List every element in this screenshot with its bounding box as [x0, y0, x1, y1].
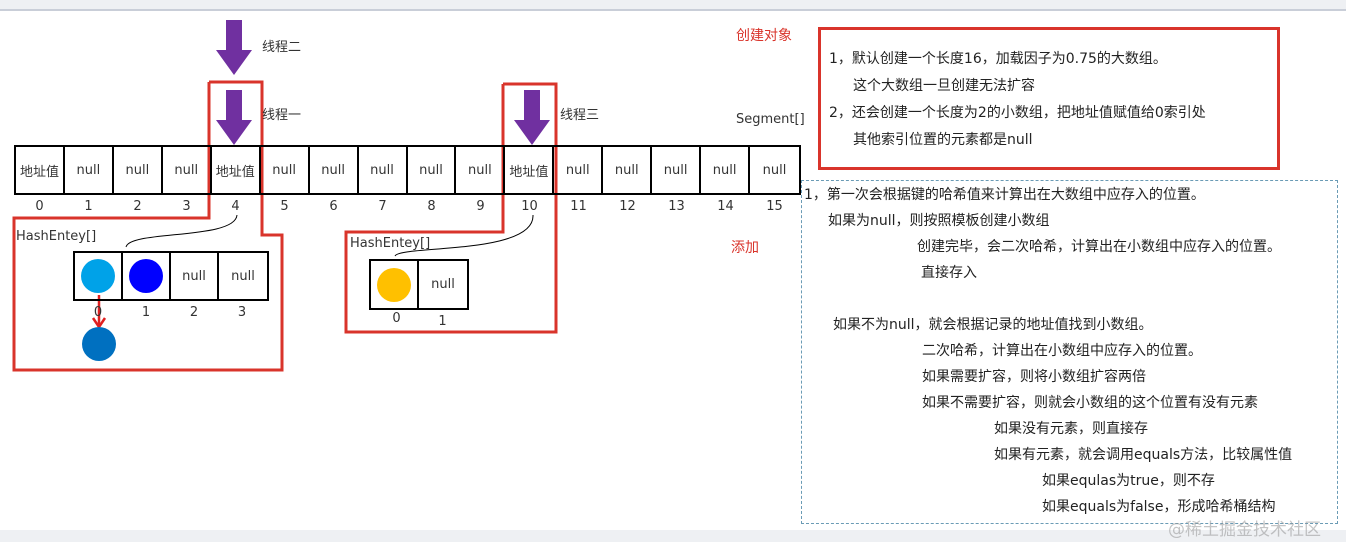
- note-line: 创建完毕，会二次哈希，计算出在小数组中应存入的位置。: [917, 239, 1281, 255]
- create-info-line: 其他索引位置的元素都是null: [853, 132, 1033, 148]
- segment-cell: null: [163, 147, 212, 193]
- note-line: 如果没有元素，则直接存: [994, 421, 1148, 437]
- hash-entry-cell: null: [231, 268, 255, 284]
- segment-index: 9: [476, 199, 485, 214]
- hash-entry-label-1: HashEntey[]: [16, 229, 97, 244]
- hash-entry-array-1: null null: [73, 251, 269, 301]
- entry-circle: [81, 259, 115, 293]
- segment-cell: null: [603, 147, 653, 193]
- segment-index: 13: [668, 199, 685, 214]
- segment-index: 4: [231, 199, 240, 214]
- segment-index: 12: [619, 199, 636, 214]
- segment-index: 14: [717, 199, 734, 214]
- note-line: 如果有元素，就会调用equals方法，比较属性值: [994, 447, 1293, 463]
- segment-cell: null: [359, 147, 408, 193]
- hash-entry-index: 3: [237, 305, 247, 320]
- hash-entry-cell: [75, 253, 123, 299]
- thread-three-arrow-icon: [514, 90, 550, 145]
- thread-one-arrow-icon: [216, 90, 252, 145]
- bottom-scrollbar[interactable]: [0, 530, 1346, 542]
- create-info-line: 1，默认创建一个长度16，加载因子为0.75的大数组。: [829, 51, 1167, 67]
- thread-two-label: 线程二: [262, 40, 302, 55]
- hash-entry-index: 0: [392, 311, 401, 326]
- segment-cell: null: [554, 147, 604, 193]
- hash-entry-index: 1: [141, 305, 151, 320]
- hash-entry-label-2: HashEntey[]: [350, 236, 431, 251]
- entry-circle: [377, 267, 411, 302]
- segment-cell: null: [261, 147, 310, 193]
- watermark: @稀土掘金技术社区: [1168, 520, 1321, 540]
- create-object-label: 创建对象: [736, 28, 792, 44]
- hash-entry-array-2: null: [369, 259, 469, 310]
- segment-cell: 地址值: [16, 147, 65, 193]
- note-line: 如果不为null，就会根据记录的地址值找到小数组。: [833, 317, 1153, 333]
- top-scrollbar: [0, 0, 1346, 11]
- segment-cell: null: [456, 147, 506, 193]
- note-line: 如果equals为false，形成哈希桶结构: [1042, 499, 1276, 515]
- chained-entry-circle: [82, 327, 116, 361]
- thread-two-arrow-icon: [216, 20, 252, 75]
- segment-cell: null: [408, 147, 457, 193]
- hash-entry-cell: [371, 261, 419, 308]
- hash-entry-index: 0: [93, 305, 103, 320]
- segment-cell: 地址值: [505, 147, 555, 193]
- create-info-line: 2，还会创建一个长度为2的小数组，把地址值赋值给0索引处: [829, 105, 1206, 121]
- segment-index: 1: [84, 199, 93, 214]
- segment-index: 5: [280, 199, 289, 214]
- thread-one-outline: [12, 80, 284, 372]
- segment-cell: null: [701, 147, 751, 193]
- link-curve-4: [125, 214, 238, 248]
- note-line: 如果equlas为true，则不存: [1042, 473, 1215, 489]
- segment-index: 3: [182, 199, 191, 214]
- add-label: 添加: [731, 240, 759, 256]
- add-notes-textbox[interactable]: 1，第一次会根据键的哈希值来计算出在大数组中应存入的位置。 如果为null，则按…: [801, 180, 1338, 524]
- segment-index: 8: [427, 199, 436, 214]
- thread-one-label: 线程一: [262, 108, 302, 123]
- segment-index: 6: [329, 199, 338, 214]
- segment-index: 11: [570, 199, 587, 214]
- segment-cell: null: [114, 147, 163, 193]
- segment-cell: null: [65, 147, 114, 193]
- entry-circle: [129, 259, 163, 293]
- segment-cell: null: [762, 162, 787, 178]
- segment-cell: null: [652, 147, 702, 193]
- segment-label: Segment[]: [736, 112, 805, 127]
- note-line: 如果不需要扩容，则就会小数组的这个位置有没有元素: [922, 395, 1258, 411]
- thread-three-label: 线程三: [560, 108, 600, 123]
- link-curve-10: [394, 214, 534, 257]
- create-info-box: 1，默认创建一个长度16，加载因子为0.75的大数组。 这个大数组一旦创建无法扩…: [818, 27, 1280, 170]
- note-line: 如果为null，则按照模板创建小数组: [828, 213, 1050, 229]
- segment-cell: null: [310, 147, 359, 193]
- note-line: 直接存入: [921, 265, 977, 281]
- segment-index: 10: [521, 199, 538, 214]
- segment-index: 2: [133, 199, 142, 214]
- segment-index: 0: [35, 199, 44, 214]
- hash-entry-cell: [123, 253, 171, 299]
- hash-entry-cell: null: [431, 277, 455, 292]
- note-line: 二次哈希，计算出在小数组中应存入的位置。: [922, 343, 1202, 359]
- segment-cell: 地址值: [212, 147, 261, 193]
- segment-index: 7: [378, 199, 387, 214]
- hash-entry-index: 2: [189, 305, 199, 320]
- note-line: 1，第一次会根据键的哈希值来计算出在大数组中应存入的位置。: [804, 187, 1205, 203]
- note-line: 如果需要扩容，则将小数组扩容两倍: [922, 369, 1146, 385]
- segment-index: 15: [766, 199, 783, 214]
- create-info-line: 这个大数组一旦创建无法扩容: [853, 78, 1035, 94]
- hash-entry-cell: null: [171, 253, 219, 299]
- thread-three-outline: [344, 82, 558, 334]
- hash-entry-index: 1: [438, 314, 447, 329]
